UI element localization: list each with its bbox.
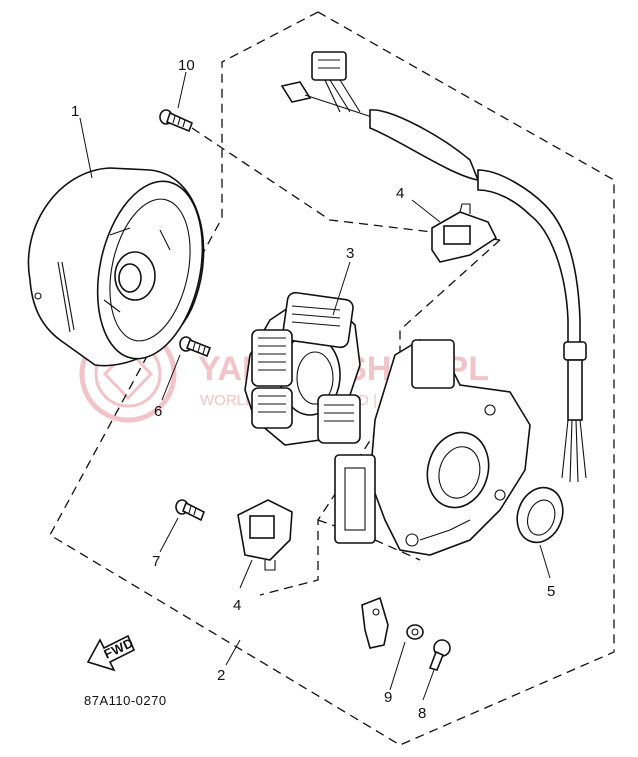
callout-6: 6 — [154, 403, 162, 420]
wire-harness — [280, 51, 587, 483]
screw-8 — [428, 639, 451, 671]
screw-10 — [159, 109, 194, 133]
stator-coil — [244, 261, 361, 446]
assembly-boundary — [49, 11, 615, 746]
callout-8: 8 — [418, 705, 426, 722]
pickup-coil-upper — [431, 203, 498, 263]
pickup-coil-lower — [237, 499, 293, 571]
oil-seal — [516, 486, 564, 544]
wire-clamp — [361, 596, 389, 649]
flywheel-rotor — [27, 167, 205, 367]
callout-1: 1 — [71, 103, 79, 120]
callout-10: 10 — [178, 57, 195, 74]
screw-7 — [175, 499, 206, 522]
callout-4-lower: 4 — [233, 597, 241, 614]
callout-5: 5 — [547, 583, 555, 600]
callout-7: 7 — [152, 553, 160, 570]
callout-3: 3 — [346, 245, 354, 262]
base-plate — [334, 339, 531, 556]
drawing-code: 87A110-0270 — [84, 693, 167, 708]
washer-9 — [406, 624, 424, 640]
screw-6 — [179, 336, 212, 358]
callout-4-upper: 4 — [396, 185, 404, 202]
fwd-arrow-icon: FWD — [86, 634, 136, 672]
callout-2: 2 — [217, 667, 225, 684]
callout-9: 9 — [384, 689, 392, 706]
